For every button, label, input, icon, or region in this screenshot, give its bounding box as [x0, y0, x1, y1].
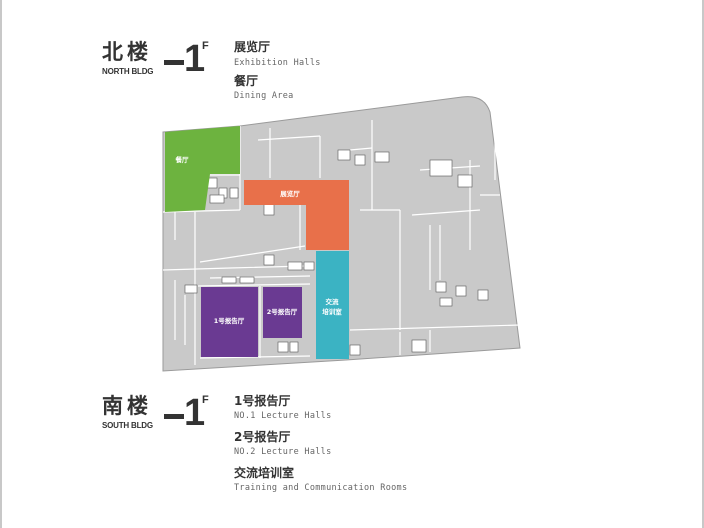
legend-training-en: Training and Communication Rooms: [234, 483, 408, 493]
room-lecture-1: [201, 287, 258, 357]
room-exhibition-label: 展览厅: [279, 189, 300, 198]
room-training-label-line2: 培训室: [322, 307, 342, 316]
legend-lecture1-cn: 1号报告厅: [234, 394, 291, 408]
legend-exhibition-cn: 展览厅: [234, 40, 271, 54]
north-floor-number: 1: [184, 38, 206, 80]
legend-exhibition-en: Exhibition Halls: [234, 58, 321, 68]
legend-lecture2-cn: 2号报告厅: [234, 430, 291, 444]
north-floor-superscript: F: [202, 40, 209, 52]
legend-lecture1-en: NO.1 Lecture Halls: [234, 411, 332, 421]
room-training: [316, 251, 349, 359]
legend-dining-cn: 餐厅: [234, 74, 259, 88]
room-dining: [165, 126, 240, 212]
north-bldg-title: 北楼: [102, 40, 152, 64]
legend-dining-en: Dining Area: [234, 91, 294, 101]
room-lecture-2-label: 2号报告厅: [267, 307, 298, 316]
room-exhibition: [244, 180, 349, 250]
south-bldg-subtitle: SOUTH BLDG: [102, 421, 153, 430]
south-floor-superscript: F: [202, 394, 209, 406]
legend-training-cn: 交流培训室: [234, 466, 295, 480]
room-lecture-2: [263, 287, 302, 338]
legend-lecture2-en: NO.2 Lecture Halls: [234, 447, 332, 457]
north-bldg-subtitle: NORTH BLDG: [102, 67, 154, 76]
south-floor-number: 1: [184, 392, 206, 434]
room-training-label-line1: 交流: [326, 297, 340, 306]
room-lecture-1-label: 1号报告厅: [214, 316, 245, 325]
room-dining-label: 餐厅: [175, 155, 190, 164]
south-bldg-title: 南楼: [102, 394, 152, 418]
south-floor-dash: [164, 414, 184, 419]
utility-rooms: [184, 149, 489, 356]
north-floor-dash: [164, 60, 184, 65]
